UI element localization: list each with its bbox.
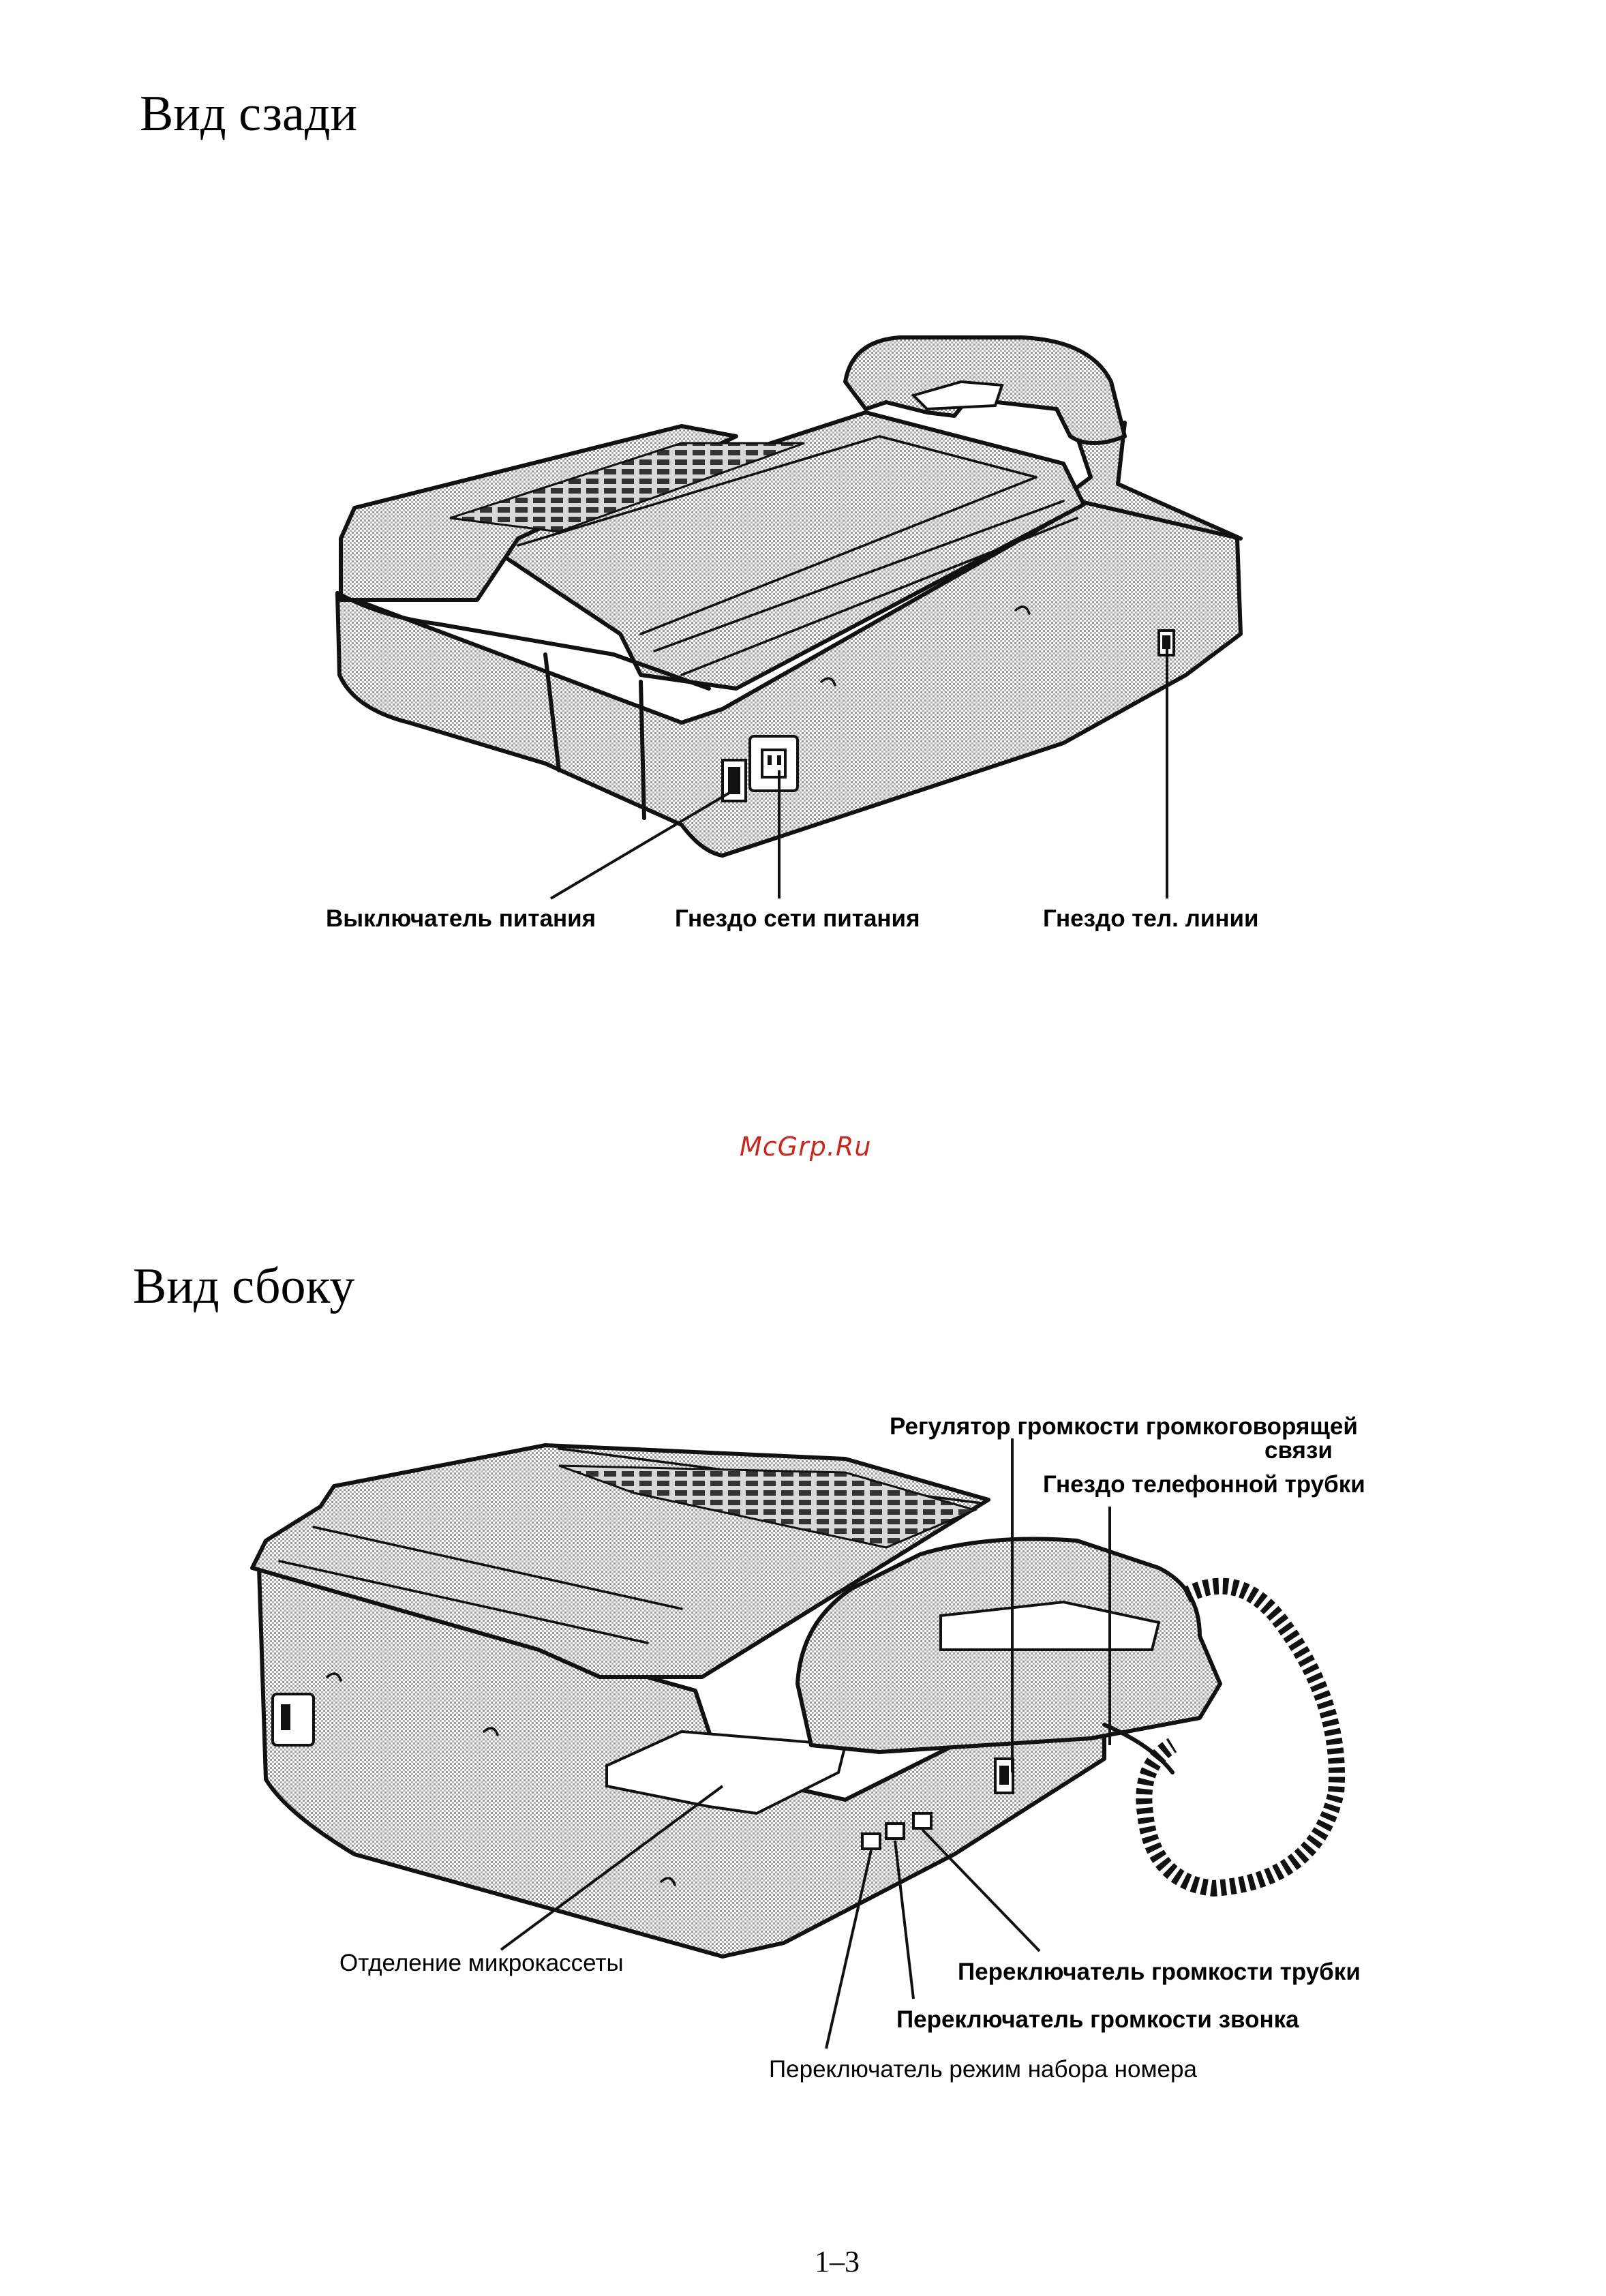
side-view-heading: Вид сбоку (133, 1261, 354, 1312)
dial-mode-switch-label: Переключатель режим набора номера (769, 2057, 1197, 2083)
speaker-volume-label-cont: связи (1264, 1438, 1333, 1464)
handset-volume-switch-leader (922, 1830, 1040, 1951)
handset-jack-label: Гнездо телефонной трубки (1043, 1472, 1365, 1498)
speaker-volume-label: Регулятор громкости громкоговорящей (890, 1415, 1358, 1440)
ringer-volume-switch-label: Переключатель громкости звонка (896, 2008, 1299, 2033)
handset-volume-switch-label: Переключатель громкости трубки (958, 1960, 1361, 1985)
watermark: McGrp.Ru (740, 1132, 871, 1162)
page-number: 1–3 (815, 2244, 860, 2279)
power-switch-label: Выключатель питания (326, 907, 596, 932)
rear-view-fax-drawing (337, 337, 1241, 856)
line-jack-label: Гнездо тел. линии (1043, 907, 1259, 932)
power-socket-label: Гнездо сети питания (675, 907, 920, 932)
rear-view-heading: Вид сзади (140, 89, 357, 139)
side-view-fax-drawing (252, 1445, 1337, 1957)
microcassette-label: Отделение микрокассеты (339, 1951, 624, 1976)
